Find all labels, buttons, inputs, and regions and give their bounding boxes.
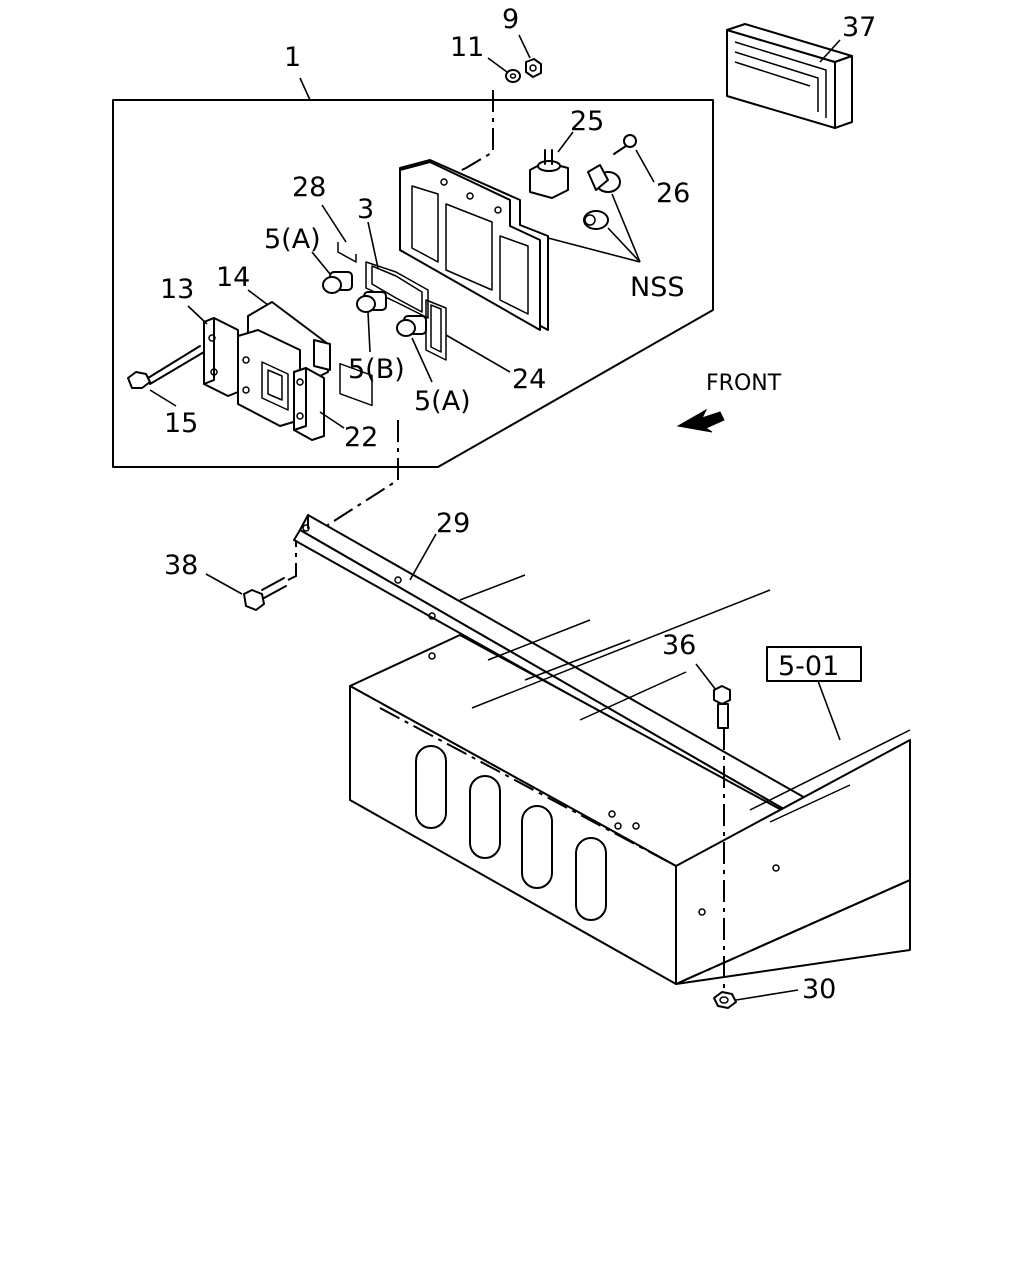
callout-25: 25 (570, 106, 604, 137)
callout-5b: 5(B) (348, 354, 405, 385)
part-11-washer (487, 57, 521, 83)
callout-29: 29 (436, 508, 470, 539)
part-30-nut (713, 989, 799, 1009)
reference-box (766, 646, 862, 741)
callout-15: 15 (164, 408, 198, 439)
callout-30: 30 (802, 974, 836, 1005)
part-14-cover (247, 289, 331, 385)
terminal-3 (365, 221, 429, 319)
callout-1: 1 (284, 42, 301, 73)
part-15-screw (127, 345, 205, 407)
part-9-nut (518, 34, 542, 78)
callout-9: 9 (502, 4, 519, 35)
callout-24: 24 (512, 364, 546, 395)
terminal-24 (425, 299, 511, 373)
front-arrow-icon (676, 408, 725, 433)
connector-plate (399, 159, 549, 331)
part-26-screw (613, 134, 655, 183)
callout-labels: 1 3 5(A) 5(A) 5(B) 9 11 13 14 15 22 24 2… (160, 4, 876, 1005)
callout-3: 3 (357, 194, 374, 225)
callout-28: 28 (292, 172, 326, 203)
part-37-connector (726, 23, 853, 129)
part-36-bolt (695, 663, 731, 990)
front-label: FRONT (706, 371, 782, 396)
fuse-5a-bottom (396, 315, 433, 383)
callout-nss: NSS (630, 272, 684, 303)
callout-26: 26 (656, 178, 690, 209)
callout-14: 14 (216, 262, 250, 293)
fuse-5a-top (311, 251, 353, 294)
fuse-5b (356, 291, 387, 353)
part-38-bolt (205, 540, 297, 611)
callout-22: 22 (344, 422, 378, 453)
callout-37: 37 (842, 12, 876, 43)
part-29-rail (293, 514, 873, 861)
callout-38: 38 (164, 550, 198, 581)
callout-5a-top: 5(A) (264, 224, 321, 255)
reference-label: 5-01 (778, 651, 839, 682)
callout-36: 36 (662, 630, 696, 661)
terminal-28 (321, 204, 373, 407)
nss-clips (547, 164, 641, 263)
assembly-outline (112, 77, 714, 468)
callout-13: 13 (160, 274, 194, 305)
part-13-bracket (187, 305, 239, 397)
callout-11: 11 (450, 32, 484, 63)
part-25-switch (529, 131, 574, 199)
frame-body (349, 574, 911, 985)
callout-5a-bottom: 5(A) (414, 386, 471, 417)
part-22-bracket (293, 367, 345, 441)
